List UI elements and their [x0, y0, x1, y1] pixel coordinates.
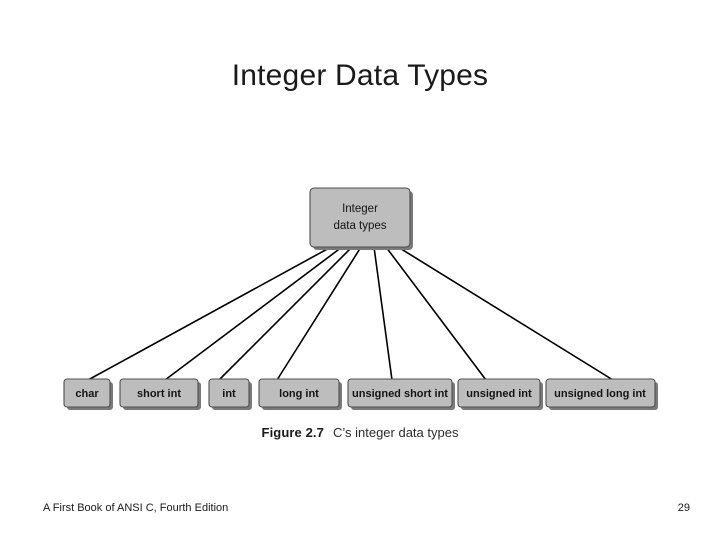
footer-source: A First Book of ANSI C, Fourth Edition: [43, 502, 229, 514]
child-node-label: unsigned short int: [352, 388, 448, 400]
root-node-box: [309, 187, 411, 248]
child-node-box: [63, 378, 111, 408]
connector-line-short-int: [164, 246, 343, 381]
root-node[interactable]: Integer data types: [309, 187, 413, 250]
child-node-label: unsigned long int: [554, 388, 646, 400]
child-node-label: long int: [279, 388, 319, 400]
root-node-shadow: [313, 191, 413, 250]
connector-line-int: [218, 246, 353, 381]
child-node-label: char: [75, 388, 99, 400]
child-node-shadow: [262, 382, 342, 410]
child-node-box: [545, 378, 656, 408]
child-node-box: [258, 378, 340, 408]
figure-caption-text: C’s integer data types: [332, 425, 459, 440]
child-node-box: [119, 378, 199, 408]
child-node-box: [347, 378, 453, 408]
slide-footer: A First Book of ANSI C, Fourth Edition 2…: [0, 500, 720, 520]
child-node-char[interactable]: char: [63, 378, 113, 410]
child-node-label: unsigned int: [466, 388, 532, 400]
child-node-box: [457, 378, 541, 408]
root-node-label-line2: data types: [333, 220, 386, 232]
child-node-shadow: [67, 382, 113, 410]
connector-line-unsigned-short-int: [373, 246, 393, 381]
connector-line-char: [87, 246, 332, 381]
root-node-label-line1: Integer: [342, 203, 378, 215]
connector-line-long-int: [276, 246, 362, 381]
child-node-unsigned-int[interactable]: unsigned int: [457, 378, 543, 410]
child-node-shadow: [461, 382, 543, 410]
child-node-label: int: [222, 388, 236, 400]
connector-lines: [87, 246, 614, 381]
child-node-unsigned-long-int[interactable]: unsigned long int: [545, 378, 658, 410]
child-node-int[interactable]: int: [208, 378, 252, 410]
page-title: Integer Data Types: [231, 59, 489, 92]
connector-line-unsigned-int: [385, 246, 487, 381]
figure-caption: Figure 2.7 C’s integer data types: [0, 424, 720, 442]
child-node-shadow: [549, 382, 658, 410]
connector-line-unsigned-long-int: [397, 246, 614, 381]
child-node-long-int[interactable]: long int: [258, 378, 342, 410]
child-node-shadow: [351, 382, 455, 410]
child-node-box: [208, 378, 250, 408]
child-node-label: short int: [137, 388, 181, 400]
child-node-shadow: [212, 382, 252, 410]
footer-page-number: 29: [677, 502, 690, 514]
child-node-short-int[interactable]: short int: [119, 378, 201, 410]
child-node-unsigned-short-int[interactable]: unsigned short int: [347, 378, 455, 410]
child-node-shadow: [123, 382, 201, 410]
figure-caption-label: Figure 2.7: [261, 425, 324, 440]
